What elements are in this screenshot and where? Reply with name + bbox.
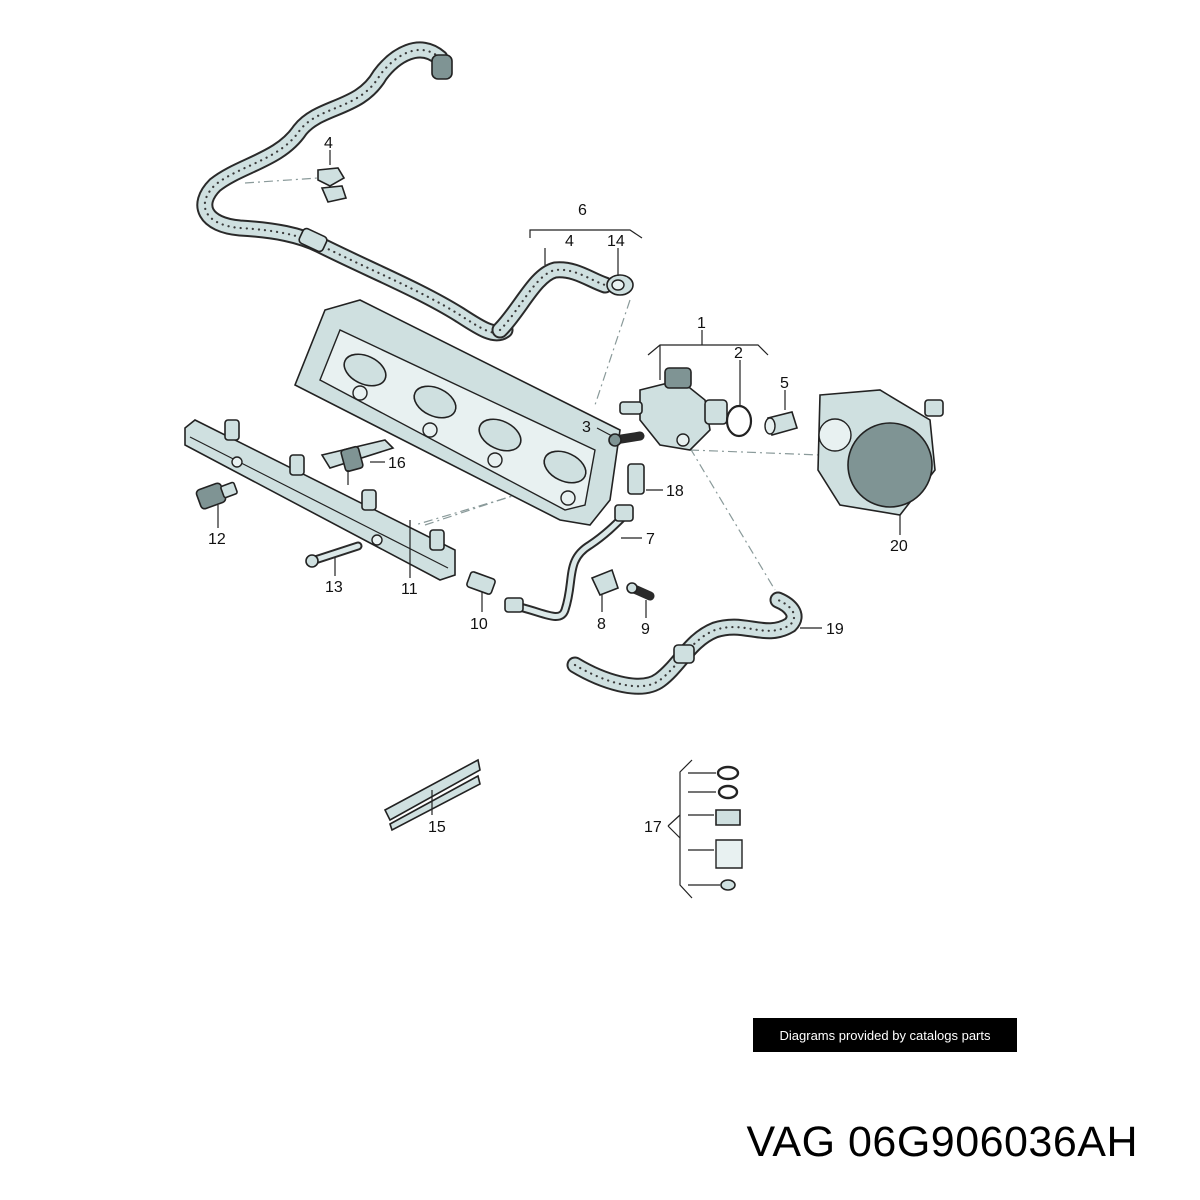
callout-leaders bbox=[217, 150, 901, 899]
bushing-5 bbox=[764, 411, 799, 436]
union-nut-10 bbox=[466, 571, 496, 595]
bracket-8 bbox=[590, 568, 619, 597]
hose-19 bbox=[566, 591, 803, 695]
bolt-13 bbox=[305, 541, 363, 568]
callout-17: 17 bbox=[644, 819, 662, 836]
callout-8: 8 bbox=[597, 616, 606, 633]
callout-5: 5 bbox=[780, 375, 789, 392]
vacuum-pump-20 bbox=[817, 389, 944, 516]
callout-4-top: 4 bbox=[324, 135, 333, 152]
callout-15: 15 bbox=[428, 819, 446, 836]
vent-hose bbox=[196, 41, 514, 342]
callout-20: 20 bbox=[890, 538, 908, 555]
callout-4-kit: 4 bbox=[565, 233, 574, 250]
hose-clip-4 bbox=[317, 167, 348, 203]
hose-section-4 bbox=[491, 261, 614, 339]
callout-3: 3 bbox=[582, 419, 591, 436]
callout-6: 6 bbox=[578, 202, 587, 219]
hose-clamp-14 bbox=[606, 274, 634, 296]
repair-kit-17 bbox=[715, 765, 743, 891]
callout-1: 1 bbox=[697, 315, 706, 332]
callout-7: 7 bbox=[646, 531, 655, 548]
callout-2: 2 bbox=[734, 345, 743, 362]
callout-19: 19 bbox=[826, 621, 844, 638]
watermark-banner: Diagrams provided by catalogs parts bbox=[753, 1018, 1017, 1052]
callout-11: 11 bbox=[401, 581, 418, 598]
part-number-title: VAG 06G906036AH bbox=[746, 1118, 1138, 1166]
callout-18: 18 bbox=[666, 483, 684, 500]
fuel-rail-11 bbox=[184, 419, 456, 581]
callout-12: 12 bbox=[208, 531, 226, 548]
callout-16: 16 bbox=[388, 455, 406, 472]
cylinder-head bbox=[293, 299, 621, 526]
pressure-sensor-12 bbox=[195, 481, 238, 510]
high-pressure-line-7 bbox=[504, 504, 634, 621]
callout-10: 10 bbox=[470, 616, 488, 633]
screw-9 bbox=[626, 582, 655, 601]
callout-14: 14 bbox=[607, 233, 625, 250]
callout-13: 13 bbox=[325, 579, 343, 596]
union-18 bbox=[627, 463, 645, 495]
fuel-injector-16 bbox=[320, 439, 395, 485]
callout-9: 9 bbox=[641, 621, 650, 638]
callout-labels: 4 6 4 14 1 2 5 3 16 18 12 7 20 13 11 10 … bbox=[208, 135, 908, 836]
high-pressure-pump-1 bbox=[619, 367, 728, 451]
o-ring-2 bbox=[725, 404, 753, 438]
bolt-3 bbox=[608, 431, 645, 447]
